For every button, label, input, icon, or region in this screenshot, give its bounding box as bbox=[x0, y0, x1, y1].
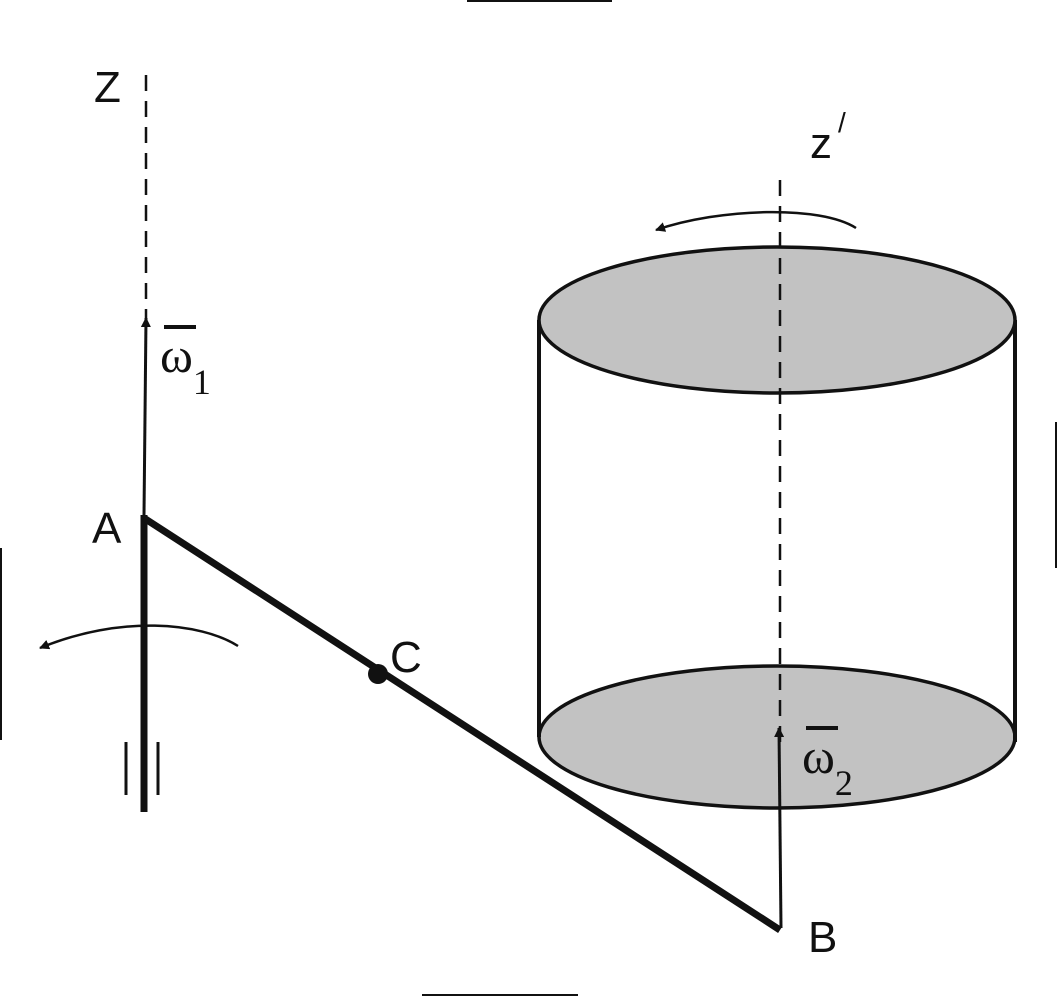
label-omega2-symbol: ω bbox=[802, 728, 835, 784]
rod-ab bbox=[142, 515, 782, 933]
label-omega1: ω1 bbox=[160, 327, 211, 402]
label-omega1-symbol: ω bbox=[160, 327, 193, 383]
label-omega2-sub: 2 bbox=[835, 763, 853, 803]
cylinder-bottom-disk bbox=[537, 664, 1017, 810]
label-point-b: B bbox=[808, 913, 837, 962]
label-z-axis: Z bbox=[94, 63, 121, 112]
label-z-prime-letter: z bbox=[810, 119, 832, 168]
cylinder-top-disk bbox=[537, 245, 1017, 395]
label-z-prime-axis: z/ bbox=[810, 107, 846, 168]
label-point-a: A bbox=[92, 504, 122, 553]
rotation-arrow-cylinder bbox=[655, 210, 857, 232]
omega1-vector bbox=[140, 317, 151, 516]
label-omega1-sub: 1 bbox=[193, 362, 211, 402]
rotation-arrow-a bbox=[39, 624, 239, 650]
label-point-c: C bbox=[390, 633, 422, 682]
point-c-dot bbox=[368, 664, 388, 684]
label-omega2: ω2 bbox=[802, 728, 853, 803]
omega2-vector bbox=[774, 727, 785, 929]
label-z-prime-mark: / bbox=[838, 107, 846, 138]
